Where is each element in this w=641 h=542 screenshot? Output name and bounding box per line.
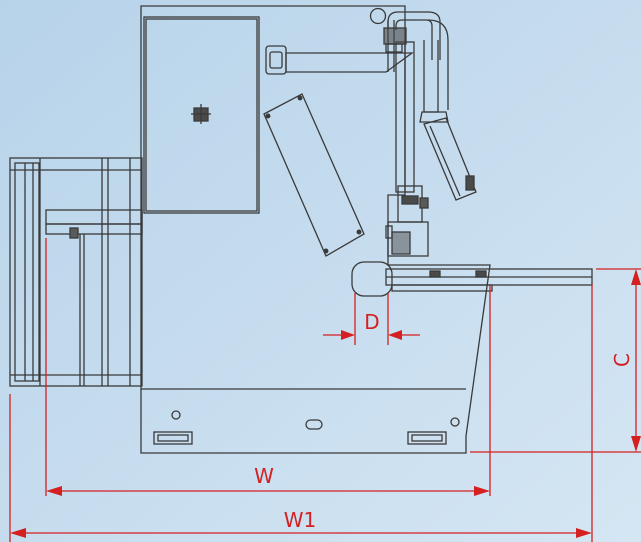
c-arrow-bottom (631, 436, 641, 452)
work-table (351, 261, 593, 297)
label-d: D (364, 310, 380, 334)
label-w: W (254, 464, 274, 488)
control-panel (423, 117, 477, 201)
spindle-column (385, 41, 429, 257)
w1-arrow-left (10, 528, 26, 538)
d-arrow-right (388, 330, 402, 340)
hoses (383, 11, 449, 123)
diagonal-panel (263, 93, 365, 257)
label-w1: W1 (283, 508, 317, 532)
w-arrow-left (46, 486, 62, 496)
w1-arrow-right (576, 528, 592, 538)
top-knob (369, 7, 387, 25)
side-guard (9, 157, 143, 387)
cabinet-door (143, 16, 260, 214)
c-arrow-top (631, 269, 641, 285)
label-c: C (610, 353, 634, 367)
dimension-lines (9, 238, 641, 542)
machine-outline (9, 5, 593, 454)
d-arrow-left (341, 330, 355, 340)
w-arrow-right (474, 486, 490, 496)
